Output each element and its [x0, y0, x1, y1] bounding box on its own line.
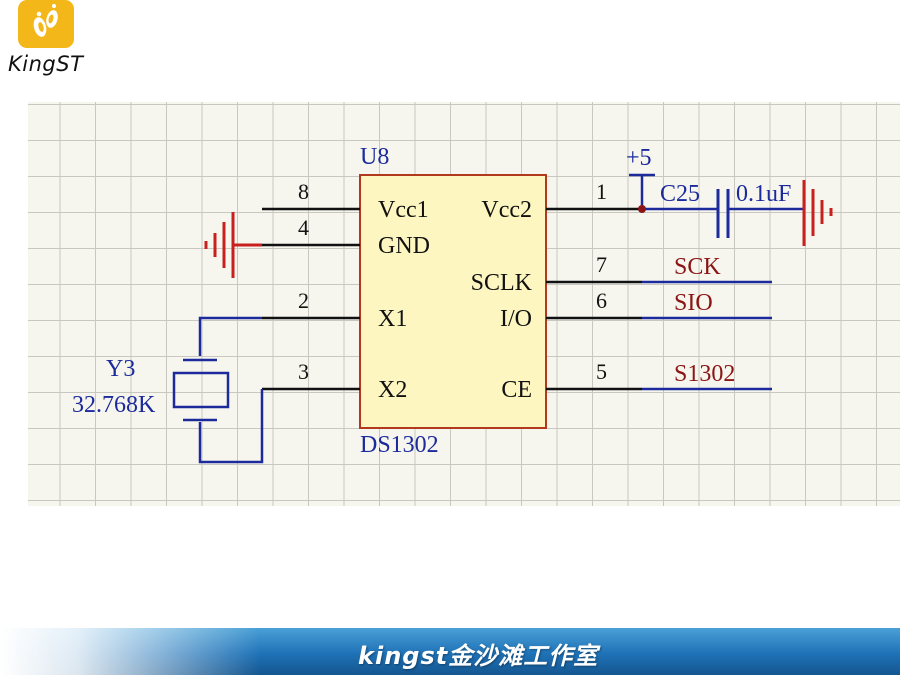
- footer-banner: kingst金沙滩工作室: [0, 628, 900, 675]
- chip-ref: U8: [360, 144, 389, 170]
- schematic-drawing: U8 DS1302 Vcc1 GND X1 X2 Vcc2 SCLK I/O C…: [72, 144, 833, 464]
- pin-num-7: 7: [596, 252, 607, 277]
- capacitor-symbol: [716, 189, 730, 238]
- ground-symbol-right: [802, 180, 833, 246]
- pin-num-1: 1: [596, 179, 607, 204]
- chip-part: DS1302: [360, 432, 439, 458]
- pin-num-2: 2: [298, 288, 309, 313]
- pin-name-vcc2: Vcc2: [481, 197, 532, 223]
- pin-name-vcc1: Vcc1: [378, 197, 429, 223]
- pin-num-3: 3: [298, 359, 309, 384]
- cap-ref: C25: [660, 181, 700, 207]
- ground-symbol-left: [204, 212, 262, 278]
- net-label-sck: SCK: [674, 254, 721, 280]
- pin-num-8: 8: [298, 179, 309, 204]
- logo-text: KingST: [8, 52, 84, 76]
- pin-name-io: I/O: [500, 306, 532, 332]
- pin-name-gnd: GND: [378, 233, 430, 259]
- junction-dot: [638, 205, 646, 213]
- chip-body: [359, 174, 547, 429]
- footer-text: kingst金沙滩工作室: [358, 642, 599, 670]
- crystal-value: 32.768K: [72, 392, 156, 418]
- crystal-ref: Y3: [106, 356, 135, 382]
- power-supply-symbol: [629, 173, 655, 209]
- net-label-s1302: S1302: [674, 361, 735, 387]
- pin-name-ce: CE: [501, 377, 532, 403]
- pin-name-x2: X2: [378, 377, 407, 403]
- footer-fade: [0, 628, 260, 675]
- pin-num-6: 6: [596, 288, 607, 313]
- cap-value: 0.1uF: [736, 181, 791, 207]
- crystal-symbol: [172, 358, 230, 422]
- net-label-sio: SIO: [674, 290, 713, 316]
- power-label: +5: [626, 145, 652, 171]
- pin-num-5: 5: [596, 359, 607, 384]
- schematic-diagram: U8 DS1302 Vcc1 GND X1 X2 Vcc2 SCLK I/O C…: [28, 102, 900, 506]
- pin-name-x1: X1: [378, 306, 407, 332]
- pin-name-sclk: SCLK: [471, 270, 533, 296]
- footprints-icon: [18, 0, 74, 48]
- logo: KingST: [8, 0, 88, 82]
- pin-num-4: 4: [298, 215, 309, 240]
- crystal-wiring: [198, 316, 264, 464]
